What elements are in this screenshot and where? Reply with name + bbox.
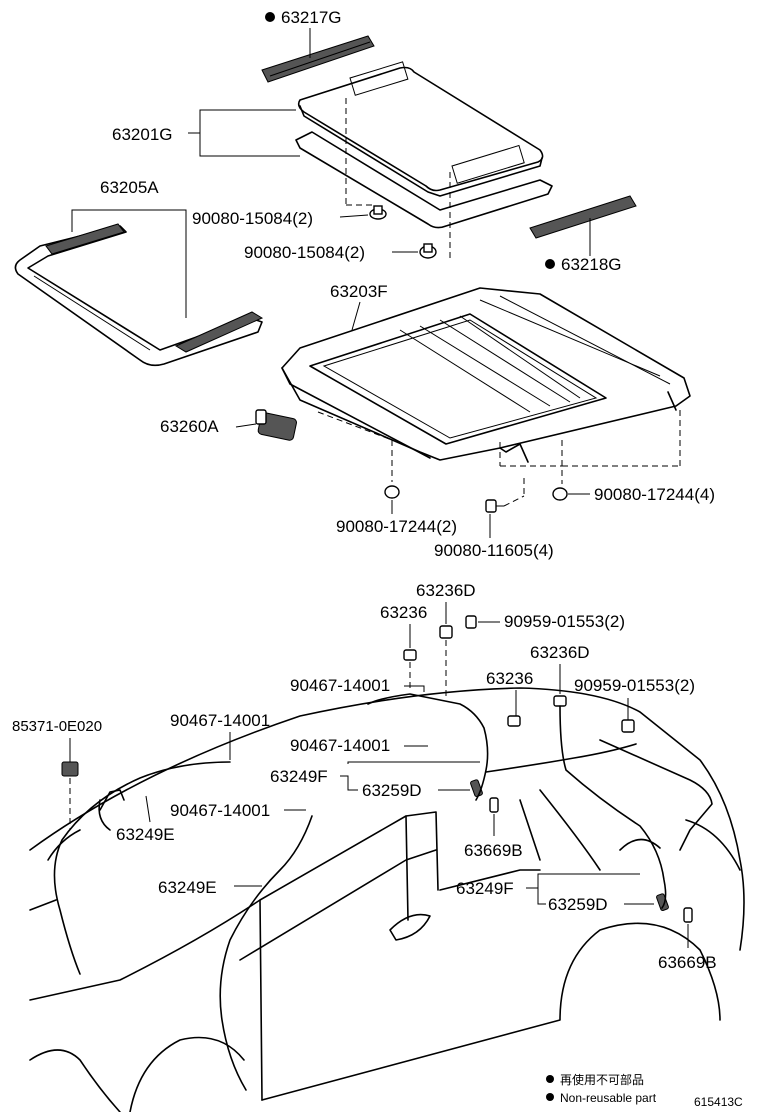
label-63217g: 63217G (281, 8, 342, 27)
clip-90959-01553-b (621, 719, 635, 733)
sunshade-frame-63205a (14, 223, 264, 367)
clip-90959-01553-a (465, 615, 477, 629)
label-90959-a: 90959-01553(2) (504, 612, 625, 631)
label-63236d-b: 63236D (530, 643, 590, 662)
label-63203f: 63203F (330, 282, 388, 301)
leader-63260a (235, 423, 257, 428)
legend-jp: 再使用不可部品 (560, 1072, 644, 1087)
label-63205a: 63205A (100, 178, 159, 197)
dash-line (503, 495, 525, 507)
leader-63249f-b (526, 873, 640, 889)
label-90467-b: 90467-14001 (170, 711, 270, 730)
label-63259d-b: 63259D (548, 895, 608, 914)
sunroof-housing-63203f (281, 287, 691, 463)
leader-63249f-a (340, 775, 358, 791)
leader-63205a (71, 209, 187, 318)
weatherstrip-63218g (529, 195, 637, 239)
grommet-63236-b (507, 715, 521, 727)
label-90467-d: 90467-14001 (170, 801, 270, 820)
label-90080-15084-a: 90080-15084(2) (192, 209, 313, 228)
label-63249e-b: 63249E (158, 878, 217, 897)
leader-63201g-a (188, 109, 296, 134)
label-63249e-a: 63249E (116, 825, 175, 844)
non-reusable-dot (265, 12, 275, 22)
bolt-90080-17244-b (552, 487, 568, 501)
leader-63203f (351, 301, 361, 331)
label-90080-17244-b: 90080-17244(4) (594, 485, 715, 504)
label-90080-15084-b: 90080-15084(2) (244, 243, 365, 262)
leader-63201g-b (199, 133, 300, 157)
label-90467-c: 90467-14001 (290, 736, 390, 755)
leader-63249e-a (145, 795, 151, 823)
non-reusable-dot (545, 259, 555, 269)
label-63218g: 63218G (561, 255, 622, 274)
leader-90467-a (404, 685, 425, 692)
bolt-90080-17244-a (384, 485, 400, 499)
drain-hose-63249e-front-right (219, 815, 313, 1091)
label-63260a: 63260A (160, 417, 219, 436)
dash-line (317, 411, 393, 441)
grommet-63236-a (403, 649, 417, 661)
bolt-90080-15084-a (369, 205, 387, 220)
label-90467-a: 90467-14001 (290, 676, 390, 695)
drain-hose-63249e-front-left (53, 761, 231, 975)
label-85371: 85371-0E020 (12, 718, 102, 735)
drain-plug-63669b-a (489, 797, 499, 813)
figure-id: 615413C (694, 1095, 743, 1109)
glass-panel-63201g (297, 61, 544, 197)
label-63236d-a: 63236D (416, 581, 476, 600)
drain-valve-63236d-b (553, 695, 567, 707)
label-90959-b: 90959-01553(2) (574, 676, 695, 695)
label-63259d-a: 63259D (362, 781, 422, 800)
bolt-90080-11605 (485, 499, 504, 513)
vehicle-body-outline (29, 687, 745, 1113)
leader-90080-15084-a (339, 214, 369, 218)
label-90080-17244-a: 90080-17244(2) (336, 517, 457, 536)
bolt-90080-15084-b (419, 243, 437, 259)
label-63249f-b: 63249F (456, 879, 514, 898)
legend-dot-en (546, 1093, 554, 1101)
label-63249f-a: 63249F (270, 767, 328, 786)
label-90080-11605: 90080-11605(4) (434, 541, 554, 560)
drain-valve-63236d-a (439, 625, 453, 639)
label-63236-b: 63236 (486, 669, 533, 688)
leader-63249f-a-2 (347, 761, 480, 764)
label-63201g: 63201G (112, 125, 173, 144)
label-63669b-a: 63669B (464, 841, 523, 860)
drive-motor-63260a (255, 409, 297, 441)
hose-end-63259d-b (656, 893, 669, 911)
label-63236-a: 63236 (380, 603, 427, 622)
connector-85371 (61, 761, 79, 777)
legend-en: Non-reusable part (560, 1091, 657, 1105)
legend-dot-jp (546, 1075, 554, 1083)
label-63669b-b: 63669B (658, 953, 717, 972)
leader-63249f-b-2 (537, 888, 546, 905)
weatherstrip-63217g (261, 35, 375, 83)
glass-seal-63201g (295, 131, 553, 229)
drain-hose-63249f-rear (367, 693, 667, 909)
drain-plug-63669b-b (683, 907, 693, 923)
